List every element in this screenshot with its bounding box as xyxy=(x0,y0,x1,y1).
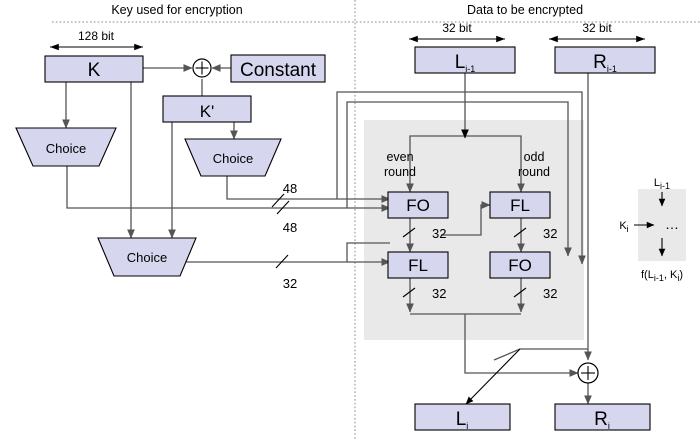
constant-label: Constant xyxy=(240,60,317,81)
key-side-wires xyxy=(50,43,391,269)
odd-round-label-line1: odd xyxy=(524,150,545,164)
width-fo-bottom-label: 32 xyxy=(543,286,557,301)
bus-48-lower-label: 48 xyxy=(283,220,297,235)
constant-box[interactable] xyxy=(230,54,326,83)
section-dividers xyxy=(52,0,700,439)
data-side-wires xyxy=(336,35,645,405)
choice-bottom-trapezoid[interactable] xyxy=(97,237,197,277)
fl-top-box[interactable] xyxy=(489,191,551,219)
key-k-box[interactable] xyxy=(44,55,144,83)
header-key-side: Key used for encryption xyxy=(111,3,242,17)
even-round-label-line1: even xyxy=(386,150,413,164)
fl-bottom-box[interactable] xyxy=(387,251,449,279)
key-kprime-box[interactable] xyxy=(162,95,252,123)
header-data-side: Data to be encrypted xyxy=(467,3,583,17)
input-left-box[interactable] xyxy=(414,46,516,74)
dim-32bit-right-label: 32 bit xyxy=(582,21,612,35)
bus-32-label: 32 xyxy=(283,276,297,291)
fo-bottom-box[interactable] xyxy=(489,251,551,279)
bus-48-upper-label: 48 xyxy=(283,181,297,196)
round-zone-background xyxy=(364,120,584,340)
choice-left-trapezoid[interactable] xyxy=(15,127,117,167)
odd-round-label-line2: round xyxy=(518,165,550,179)
output-left-box[interactable] xyxy=(414,403,511,431)
output-right-label: Ri xyxy=(594,409,610,431)
choice-left-label: Choice xyxy=(46,141,86,156)
fo-bottom-label: FO xyxy=(508,256,532,275)
legend-input-label: Li-1 xyxy=(654,177,670,191)
legend-ellipsis-icon: … xyxy=(665,216,679,232)
width-fo-top-label: 32 xyxy=(432,226,446,241)
choice-bottom-label: Choice xyxy=(127,250,167,265)
fo-top-label: FO xyxy=(406,196,430,215)
input-right-label: Ri-1 xyxy=(593,52,617,74)
dim-128bit-label: 128 bit xyxy=(78,29,115,43)
dim-32bit-left-label: 32 bit xyxy=(442,21,472,35)
output-right-box[interactable] xyxy=(554,403,651,431)
width-fl-top-label: 32 xyxy=(543,226,557,241)
choice-mid-trapezoid[interactable] xyxy=(184,138,282,177)
fl-bottom-label: FL xyxy=(408,256,428,275)
input-right-box[interactable] xyxy=(554,46,656,74)
fo-top-box[interactable] xyxy=(387,191,449,219)
key-k-label: K xyxy=(88,60,101,81)
key-kprime-label: K' xyxy=(200,102,215,121)
input-left-label: Li-1 xyxy=(455,52,476,74)
output-left-label: Li xyxy=(456,409,469,431)
width-fl-bottom-label: 32 xyxy=(432,286,446,301)
legend-key-label: Ki xyxy=(619,220,628,234)
legend-output-label: f(Li-1, Ki) xyxy=(641,269,683,283)
choice-mid-label: Choice xyxy=(213,151,253,166)
even-round-label-line2: round xyxy=(384,165,416,179)
fl-top-label: FL xyxy=(510,196,530,215)
